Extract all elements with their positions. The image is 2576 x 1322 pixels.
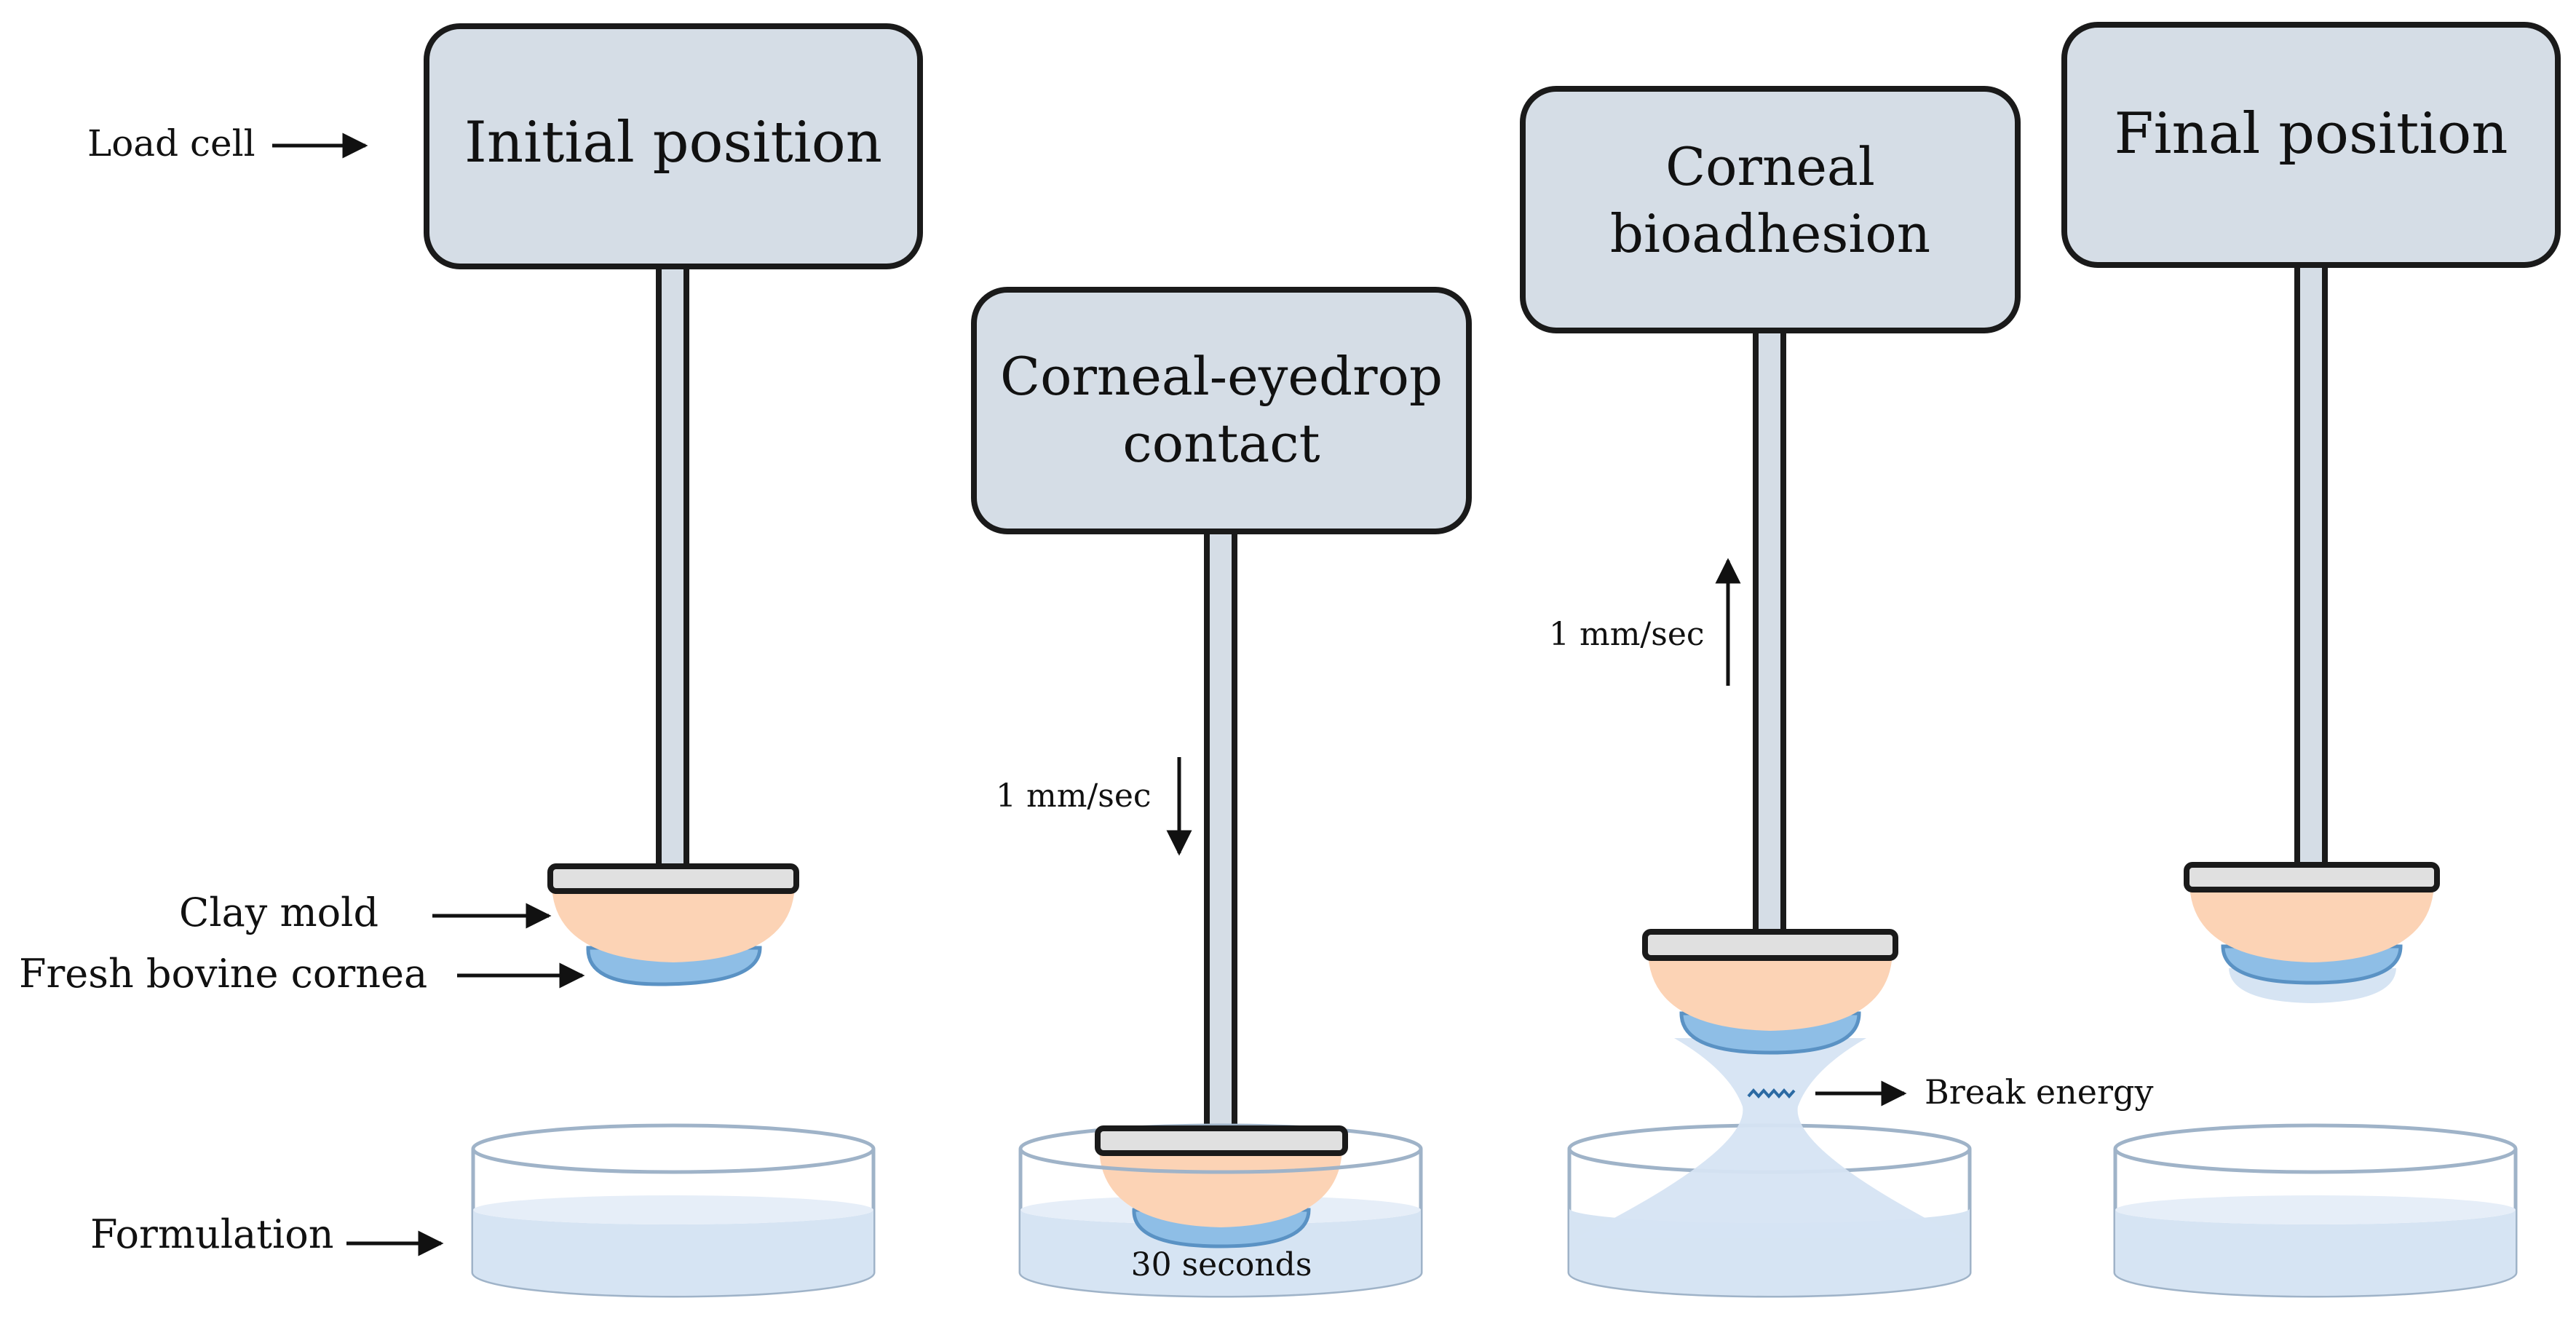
- stage-title-line-1: Corneal: [1665, 136, 1875, 197]
- formulation-dish: [2113, 1123, 2518, 1298]
- stage-title-line-2: contact: [1122, 413, 1320, 474]
- stage-final: Final position: [2061, 22, 2561, 1298]
- stage-title-line-1: Final position: [2115, 101, 2508, 167]
- probe-plate: [2184, 862, 2440, 892]
- formulation-liquid: [1021, 1210, 1421, 1296]
- probe-rod: [1753, 328, 1786, 936]
- clay-mold: [552, 882, 795, 962]
- load-cell-box: [971, 287, 1472, 534]
- callouts: Load cell Clay mold Fresh bovine cornea …: [19, 122, 585, 1257]
- contact-time-label: 30 seconds: [1131, 1246, 1312, 1283]
- cornea-label: Fresh bovine cornea: [19, 951, 427, 997]
- probe-rod: [2294, 262, 2328, 868]
- probe-rod: [656, 264, 689, 869]
- probe-rod: [1204, 529, 1237, 1131]
- formulation-liquid: [2115, 1210, 2516, 1296]
- speed-up-label: 1 mm/sec: [1549, 616, 1705, 653]
- formulation-label: Formulation: [90, 1211, 334, 1257]
- formulation-bridge: [1577, 1038, 1962, 1238]
- stage-title-line-1: Initial position: [464, 110, 882, 175]
- stage-title-line-2: bioadhesion: [1610, 203, 1930, 264]
- stage-bioadhesion: Corneal bioadhesion 1 mm/sec Break energ…: [1520, 86, 2153, 1298]
- stage-initial: Initial position: [424, 23, 923, 1298]
- clay-mold: [1648, 949, 1893, 1031]
- formulation-dish: [471, 1123, 876, 1298]
- break-point-icon: [1747, 1088, 1796, 1099]
- speed-down-label: 1 mm/sec: [996, 777, 1152, 815]
- load-cell-label: Load cell: [87, 122, 255, 165]
- clay-mold-label: Clay mold: [179, 890, 379, 935]
- clay-mold: [2189, 881, 2434, 962]
- probe-plate: [1642, 929, 1898, 961]
- break-energy-label: Break energy: [1925, 1072, 2153, 1112]
- stage-contact: Corneal-eyedrop contact 1 mm/sec 30 seco…: [971, 287, 1472, 1298]
- stage-title-line-1: Corneal-eyedrop: [1000, 346, 1443, 407]
- probe-plate: [1095, 1125, 1348, 1156]
- probe-plate: [547, 863, 799, 894]
- clay-mold: [1099, 1146, 1342, 1227]
- formulation-liquid: [473, 1210, 873, 1296]
